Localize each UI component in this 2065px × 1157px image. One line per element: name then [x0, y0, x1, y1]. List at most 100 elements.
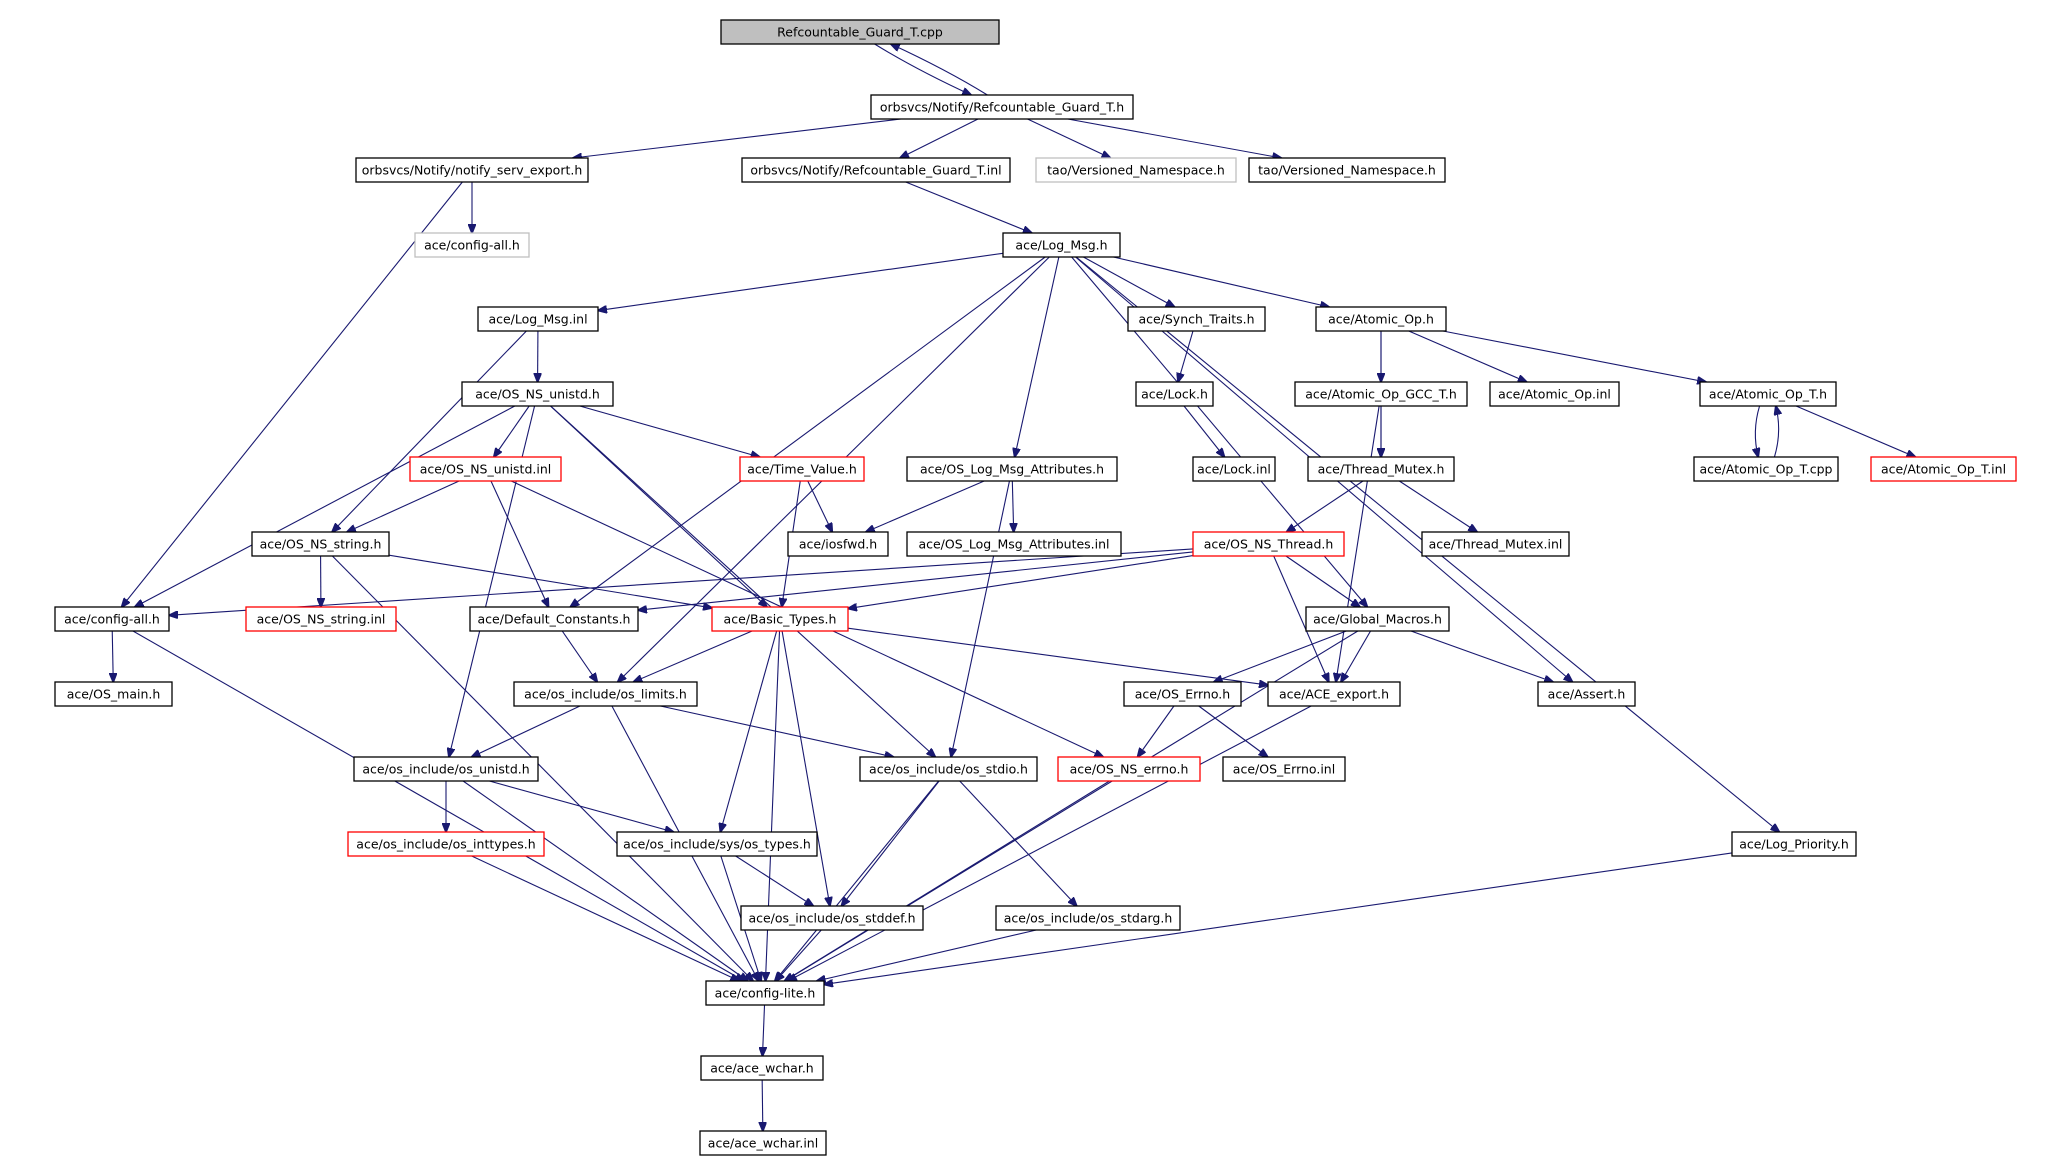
node-box: [1127, 306, 1266, 332]
node-box: [1123, 681, 1242, 707]
node-ace-lock-inl[interactable]: ace/Lock.inl: [1192, 456, 1276, 482]
node-ace-global-macros-h[interactable]: ace/Global_Macros.h: [1305, 606, 1450, 632]
node-ace-log-priority-h[interactable]: ace/Log_Priority.h: [1731, 831, 1857, 857]
node-ace-os-include-os-stdio-h[interactable]: ace/os_include/os_stdio.h: [859, 756, 1038, 782]
edge-orbsvcs-notify-refcountable-guard-t-h-to-orbsvcs-notify-refcountable-guard-t-inl: [900, 118, 979, 158]
edge-ace-log-priority-h-to-ace-config-lite-h: [824, 852, 1733, 984]
node-label: ace/os_include/os_stdarg.h: [1004, 911, 1173, 926]
node-label: ace/OS_main.h: [67, 687, 161, 702]
node-ace-os-include-os-unistd-h[interactable]: ace/os_include/os_unistd.h: [353, 756, 539, 782]
edge-ace-log-msg-inl-to-ace-os-ns-string-h: [332, 330, 527, 532]
node-box: [720, 19, 1000, 45]
node-ace-os-ns-unistd-inl[interactable]: ace/OS_NS_unistd.inl: [409, 456, 562, 482]
node-ace-ace-wchar-inl[interactable]: ace/ace_wchar.inl: [699, 1130, 827, 1156]
node-ace-log-msg-h[interactable]: ace/Log_Msg.h: [1002, 232, 1121, 258]
node-box: [741, 157, 1011, 183]
node-box: [1002, 232, 1121, 258]
node-ace-os-include-os-stdarg-h[interactable]: ace/os_include/os_stdarg.h: [995, 905, 1181, 931]
node-label: ace/os_include/os_stdio.h: [869, 762, 1028, 777]
edge-ace-time-value-h-to-ace-iosfwd-h: [807, 480, 832, 532]
edge-ace-config-all-h-to-ace-os-main-h: [112, 630, 113, 682]
node-box: [353, 756, 539, 782]
node-orbsvcs-notify-notify-serv-export-h[interactable]: orbsvcs/Notify/notify_serv_export.h: [355, 157, 589, 183]
node-ace-atomic-op-t-h[interactable]: ace/Atomic_Op_T.h: [1699, 381, 1837, 407]
node-ace-atomic-op-inl[interactable]: ace/Atomic_Op.inl: [1489, 381, 1620, 407]
node-ace-atomic-op-t-inl[interactable]: ace/Atomic_Op_T.inl: [1870, 456, 2017, 482]
node-ace-atomic-op-h[interactable]: ace/Atomic_Op.h: [1315, 306, 1447, 332]
edge-ace-os-ns-unistd-h-to-ace-time-value-h: [579, 405, 760, 457]
edge-ace-os-ns-thread-h-to-ace-config-all-h: [169, 548, 1194, 615]
node-label: ace/Atomic_Op.inl: [1498, 387, 1611, 402]
node-box: [1294, 381, 1468, 407]
node-ace-synch-traits-h[interactable]: ace/Synch_Traits.h: [1127, 306, 1266, 332]
node-ace-atomic-op-t-cpp[interactable]: ace/Atomic_Op_T.cpp: [1693, 456, 1839, 482]
node-box: [1699, 381, 1837, 407]
node-box: [54, 681, 173, 707]
node-ace-ace-wchar-h[interactable]: ace/ace_wchar.h: [700, 1055, 824, 1081]
node-box: [699, 1130, 827, 1156]
node-ace-config-lite-h[interactable]: ace/config-lite.h: [705, 980, 825, 1006]
node-ace-config-all-h[interactable]: ace/config-all.h: [414, 232, 530, 258]
node-orbsvcs-notify-refcountable-guard-t-h[interactable]: orbsvcs/Notify/Refcountable_Guard_T.h: [870, 94, 1134, 120]
node-ace-os-include-os-inttypes-h[interactable]: ace/os_include/os_inttypes.h: [347, 831, 545, 857]
node-ace-os-ns-thread-h[interactable]: ace/OS_NS_Thread.h: [1192, 531, 1345, 557]
node-ace-os-ns-string-inl[interactable]: ace/OS_NS_string.inl: [245, 606, 397, 632]
node-label: ace/Atomic_Op_GCC_T.h: [1305, 387, 1457, 402]
node-ace-thread-mutex-inl[interactable]: ace/Thread_Mutex.inl: [1421, 531, 1570, 557]
node-box: [251, 531, 390, 557]
node-ace-os-log-msg-attributes-inl[interactable]: ace/OS_Log_Msg_Attributes.inl: [906, 531, 1122, 557]
node-ace-lock-h[interactable]: ace/Lock.h: [1135, 381, 1214, 407]
edge-ace-os-include-os-stddef-h-to-ace-config-lite-h: [776, 929, 822, 981]
edge-ace-ace-wchar-h-to-ace-ace-wchar-inl: [762, 1079, 763, 1131]
node-box: [347, 831, 545, 857]
node-box: [739, 456, 865, 482]
node-ace-os-ns-errno-h[interactable]: ace/OS_NS_errno.h: [1057, 756, 1201, 782]
edge-ace-os-ns-thread-h-to-ace-global-macros-h: [1285, 555, 1360, 607]
node-ace-os-log-msg-attributes-h[interactable]: ace/OS_Log_Msg_Attributes.h: [906, 456, 1118, 482]
node-ace-basic-types-h[interactable]: ace/Basic_Types.h: [711, 606, 849, 632]
edge-ace-os-log-msg-attributes-h-to-ace-os-log-msg-attributes-inl: [1012, 480, 1013, 532]
edge-ace-basic-types-h-to-ace-os-include-os-limits-h: [633, 630, 753, 682]
node-tao-versioned-namespace-h[interactable]: tao/Versioned_Namespace.h: [1248, 157, 1446, 183]
node-label: ace/Assert.h: [1548, 687, 1626, 702]
edge-ace-os-log-msg-attributes-h-to-ace-iosfwd-h: [866, 480, 985, 532]
edge-ace-os-ns-unistd-h-to-ace-config-all-h: [135, 405, 516, 607]
node-ace-time-value-h[interactable]: ace/Time_Value.h: [739, 456, 865, 482]
edge-ace-config-all-h-to-ace-config-lite-h: [132, 630, 744, 981]
node-ace-iosfwd-h[interactable]: ace/iosfwd.h: [787, 531, 889, 557]
node-label: ace/Atomic_Op.h: [1328, 312, 1434, 327]
node-ace-os-main-h[interactable]: ace/OS_main.h: [54, 681, 173, 707]
node-ace-assert-h[interactable]: ace/Assert.h: [1537, 681, 1636, 707]
node-ace-os-errno-inl[interactable]: ace/OS_Errno.inl: [1222, 756, 1346, 782]
node-refcountable-guard-t-cpp[interactable]: Refcountable_Guard_T.cpp: [720, 19, 1000, 45]
node-ace-os-ns-string-h[interactable]: ace/OS_NS_string.h: [251, 531, 390, 557]
node-ace-atomic-op-gcc-t-h[interactable]: ace/Atomic_Op_GCC_T.h: [1294, 381, 1468, 407]
node-box: [1267, 681, 1401, 707]
node-label: ace/Log_Msg.inl: [488, 312, 587, 327]
node-ace-default-constants-h[interactable]: ace/Default_Constants.h: [469, 606, 639, 632]
node-box: [54, 606, 170, 632]
node-ace-config-all-h[interactable]: ace/config-all.h: [54, 606, 170, 632]
node-box: [995, 905, 1181, 931]
node-tao-versioned-namespace-h[interactable]: tao/Versioned_Namespace.h: [1035, 157, 1237, 183]
node-ace-thread-mutex-h[interactable]: ace/Thread_Mutex.h: [1307, 456, 1455, 482]
node-ace-os-include-sys-os-types-h[interactable]: ace/os_include/sys/os_types.h: [616, 831, 818, 857]
node-orbsvcs-notify-refcountable-guard-t-inl[interactable]: orbsvcs/Notify/Refcountable_Guard_T.inl: [741, 157, 1011, 183]
node-ace-os-errno-h[interactable]: ace/OS_Errno.h: [1123, 681, 1242, 707]
node-box: [1693, 456, 1839, 482]
node-ace-ace-export-h[interactable]: ace/ACE_export.h: [1267, 681, 1401, 707]
node-ace-os-include-os-stddef-h[interactable]: ace/os_include/os_stddef.h: [740, 905, 924, 931]
node-box: [870, 94, 1134, 120]
node-ace-os-include-os-limits-h[interactable]: ace/os_include/os_limits.h: [513, 681, 698, 707]
edge-ace-os-include-os-limits-h-to-ace-os-include-os-stdio-h: [660, 705, 893, 757]
node-ace-log-msg-inl[interactable]: ace/Log_Msg.inl: [477, 306, 599, 332]
node-label: ace/Log_Msg.h: [1015, 238, 1107, 253]
edge-ace-basic-types-h-to-ace-os-include-os-stddef-h: [781, 630, 830, 906]
node-label: ace/OS_Errno.h: [1135, 687, 1230, 702]
node-box: [1315, 306, 1447, 332]
edge-ace-atomic-op-t-cpp-to-ace-atomic-op-t-h: [1774, 406, 1778, 458]
node-box: [1489, 381, 1620, 407]
node-box: [513, 681, 698, 707]
node-ace-os-ns-unistd-h[interactable]: ace/OS_NS_unistd.h: [461, 381, 614, 407]
edge-ace-atomic-op-h-to-ace-atomic-op-inl: [1408, 330, 1527, 382]
